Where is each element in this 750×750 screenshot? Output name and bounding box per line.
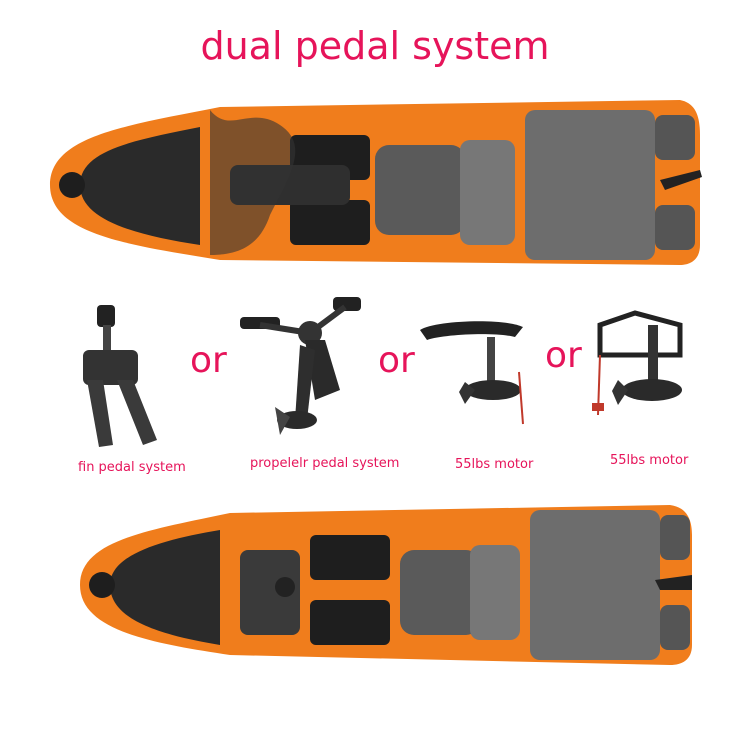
caption-55lbs-motor-2: 55lbs motor xyxy=(610,453,689,468)
fin-pedal-drive-image xyxy=(83,305,157,447)
page-title: dual pedal system xyxy=(200,24,550,68)
motor-drive-2-image xyxy=(592,310,683,416)
or-separator-2: or xyxy=(378,340,415,381)
propeller-pedal-drive-image xyxy=(240,297,361,435)
motor-drive-1-image xyxy=(420,321,524,425)
or-separator-3: or xyxy=(545,335,582,376)
or-separator-1: or xyxy=(190,340,227,381)
kayak-top-image xyxy=(50,100,702,265)
caption-fin-pedal-system: fin pedal system xyxy=(78,460,186,475)
caption-propeller-pedal-system: propelelr pedal system xyxy=(250,456,400,471)
caption-55lbs-motor-1: 55lbs motor xyxy=(455,457,534,472)
kayak-bottom-image xyxy=(80,505,692,665)
